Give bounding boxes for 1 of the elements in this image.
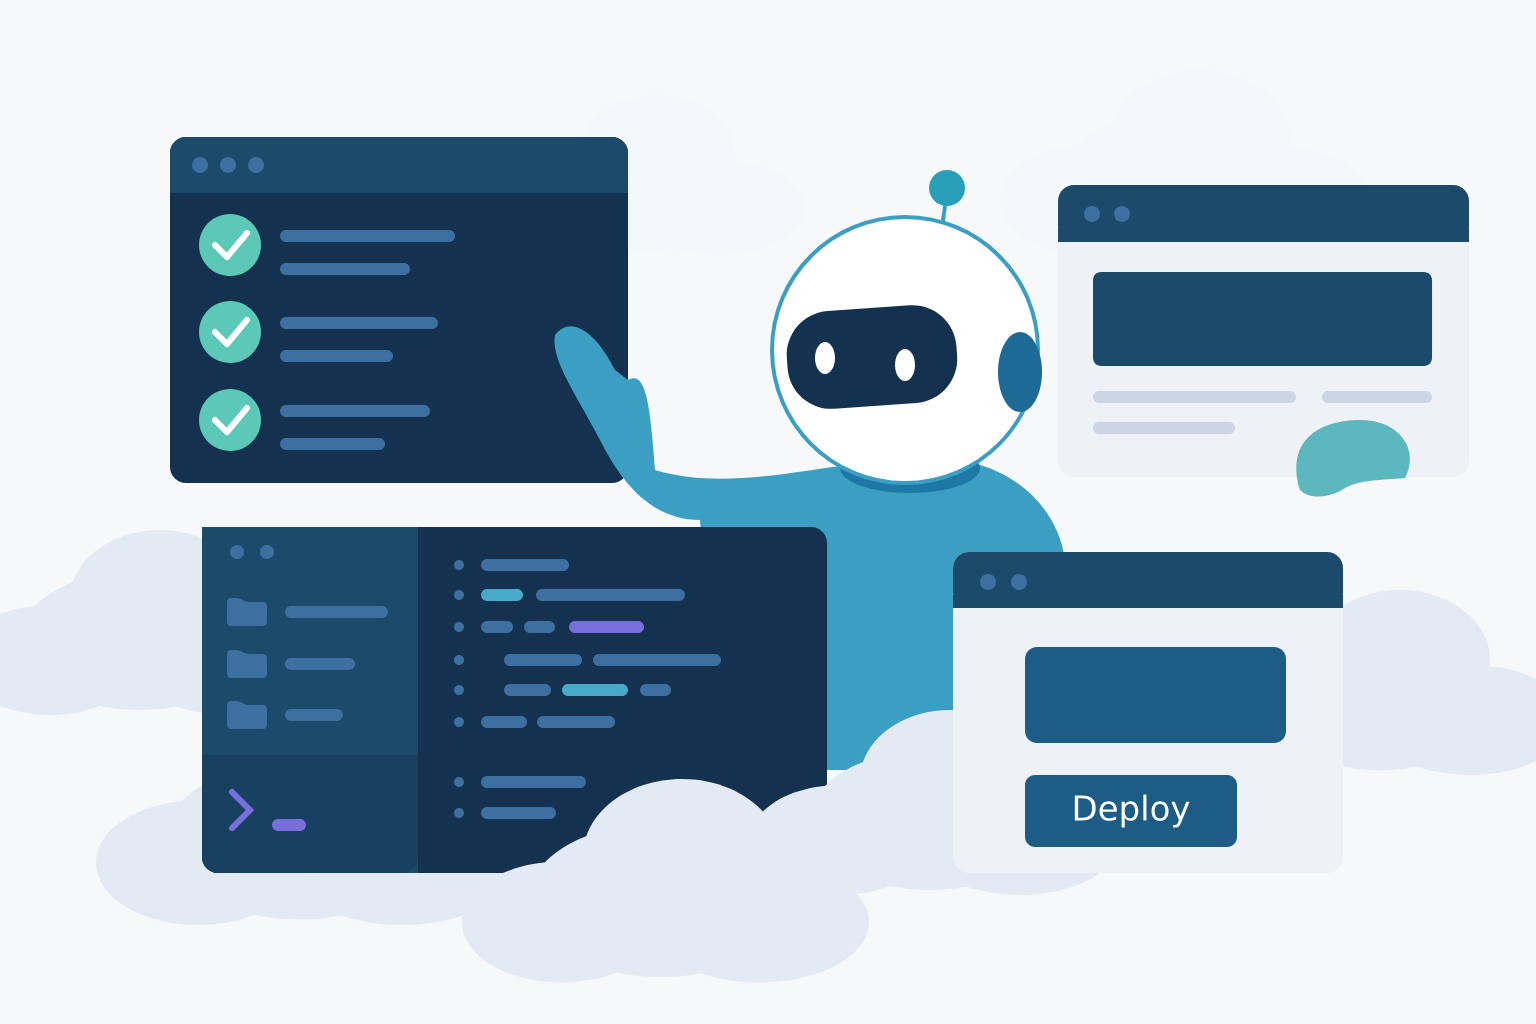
deploy-button: Deploy	[1025, 775, 1237, 847]
